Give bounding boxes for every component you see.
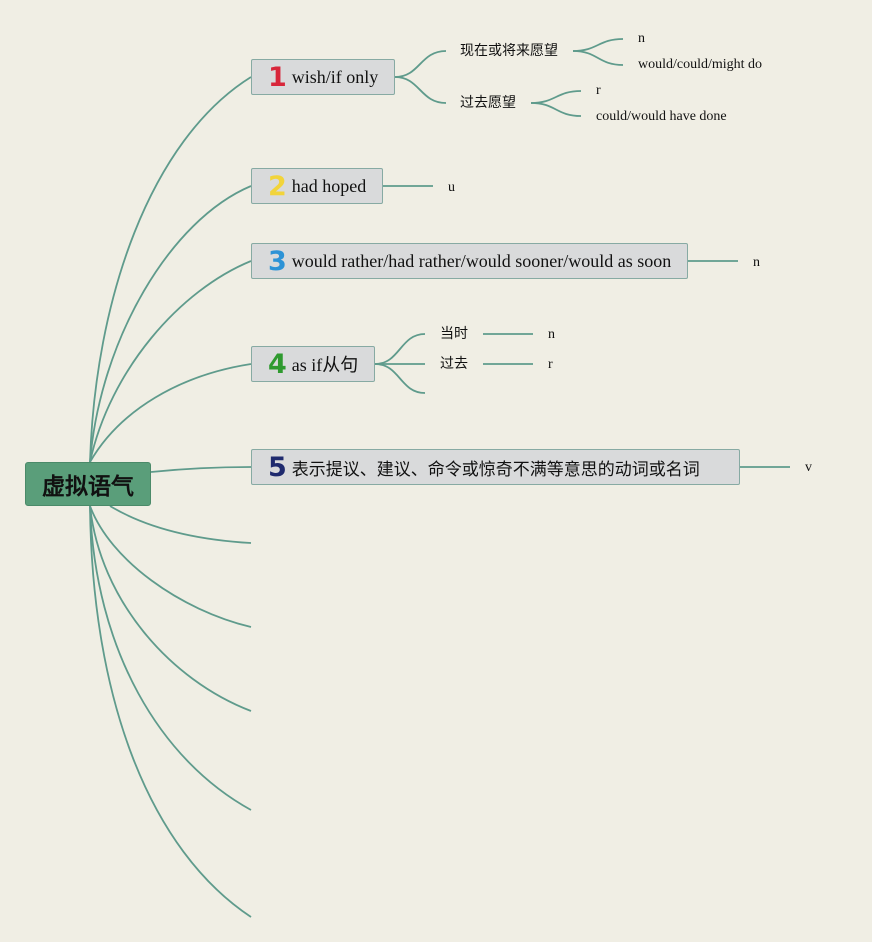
leaf-past-2[interactable]: could/would have done [596, 109, 727, 124]
topic-label: had hoped [291, 175, 367, 196]
connector-central-t5 [150, 466, 252, 473]
central-topic-label: 虚拟语气 [42, 474, 134, 500]
connector-t1-past-leaf1 [530, 90, 582, 104]
connector-empty-2 [89, 505, 252, 628]
leaf-past[interactable]: r [548, 357, 553, 372]
leaf-would-rather[interactable]: n [753, 255, 760, 270]
topic-wish-if-only[interactable]: 1 wish/if only [251, 59, 395, 95]
subtopic-past-wish[interactable]: 过去愿望 [460, 95, 516, 111]
topic-number-2: 2 [268, 170, 287, 202]
leaf-present-2[interactable]: would/could/might do [638, 57, 763, 72]
topic-would-rather[interactable]: 3 would rather/had rather/would sooner/w… [251, 243, 688, 279]
connector-central-t4 [89, 363, 252, 463]
subtopic-past[interactable]: 过去 [440, 356, 468, 372]
connector-t1-present-leaf2 [572, 50, 624, 66]
subtopic-present-future-wish[interactable]: 现在或将来愿望 [460, 43, 558, 59]
topic-suggestion-verbs[interactable]: 5 表示提议、建议、命令或惊奇不满等意思的动词或名词 [251, 449, 740, 485]
leaf-had-hoped[interactable]: u [448, 180, 455, 195]
leaf-past-1[interactable]: r [596, 83, 601, 98]
connector-t1-past [394, 76, 447, 104]
leaf-present-1[interactable]: n [638, 31, 645, 46]
central-topic[interactable]: 虚拟语气 [25, 462, 151, 506]
connector-t1-present-leaf1 [572, 38, 624, 52]
topic-number-1: 1 [268, 61, 287, 93]
topic-number-5: 5 [268, 451, 287, 483]
connector-empty-3 [89, 505, 252, 712]
connector-empty-1 [109, 505, 252, 544]
leaf-then[interactable]: n [548, 327, 555, 342]
connector-central-t1 [89, 76, 252, 463]
topic-label: as if从句 [291, 355, 359, 375]
connector-central-t3 [89, 260, 252, 463]
topic-as-if-clause[interactable]: 4 as if从句 [251, 346, 375, 382]
connector-central-t2 [89, 185, 252, 463]
connector-empty-5 [89, 505, 252, 918]
connector-t4-empty [374, 363, 426, 394]
connector-t1-past-leaf2 [530, 102, 582, 117]
subtopic-then[interactable]: 当时 [440, 326, 468, 342]
leaf-suggestion-verbs[interactable]: v [805, 460, 812, 475]
topic-had-hoped[interactable]: 2 had hoped [251, 168, 383, 204]
topic-label: wish/if only [291, 66, 379, 87]
topic-label: 表示提议、建议、命令或惊奇不满等意思的动词或名词 [291, 459, 700, 480]
topic-label: would rather/had rather/would sooner/wou… [291, 250, 672, 271]
connector-empty-4 [89, 505, 252, 811]
connector-t4-then [374, 333, 426, 365]
connector-t1-present [394, 50, 447, 78]
topic-number-3: 3 [268, 245, 287, 277]
topic-number-4: 4 [268, 348, 287, 380]
